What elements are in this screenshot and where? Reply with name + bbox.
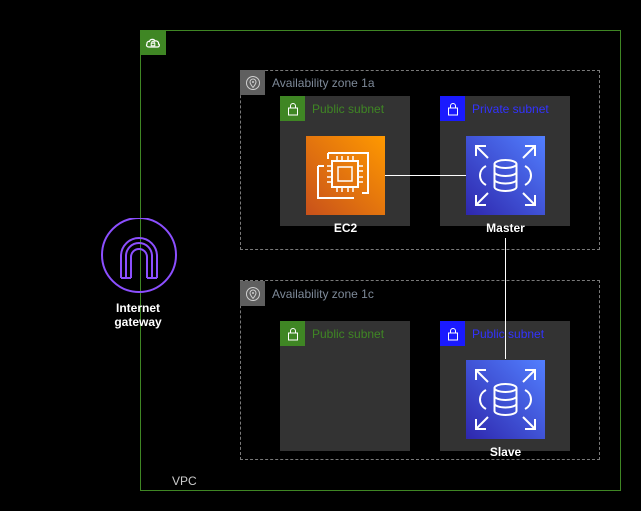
public-subnet-1c-db-label: Public subnet: [472, 327, 545, 341]
lock-icon: [280, 96, 305, 121]
internet-gateway-icon: [100, 217, 180, 298]
location-pin-icon: [240, 281, 265, 306]
availability-zone-1a-label: Availability zone 1a: [272, 76, 375, 90]
rds-database-icon: [466, 136, 545, 215]
vpc-group: [140, 30, 621, 491]
slave-label: Slave: [489, 445, 522, 459]
rds-database-icon: [466, 360, 545, 439]
vpc-label: VPC: [172, 474, 197, 488]
lock-icon: [440, 321, 465, 346]
public-subnet-1a-label: Public subnet: [312, 102, 385, 116]
connector-ec2-master: [385, 175, 466, 176]
availability-zone-1a: [240, 70, 600, 250]
location-pin-icon: [240, 70, 265, 95]
public-subnet-1c-label: Public subnet: [312, 327, 385, 341]
ec2-chip-icon: [306, 136, 385, 215]
vpc-cloud-lock-icon: [140, 30, 166, 55]
internet-gateway-label: Internet gateway: [114, 301, 162, 329]
lock-icon: [440, 96, 465, 121]
ec2-label: EC2: [333, 221, 358, 235]
availability-zone-1c: [240, 280, 600, 460]
availability-zone-1c-label: Availability zone 1c: [272, 287, 374, 301]
private-subnet-1a-label: Private subnet: [472, 102, 549, 116]
lock-icon: [280, 321, 305, 346]
connector-master-slave: [505, 238, 506, 359]
master-label: Master: [486, 221, 525, 235]
